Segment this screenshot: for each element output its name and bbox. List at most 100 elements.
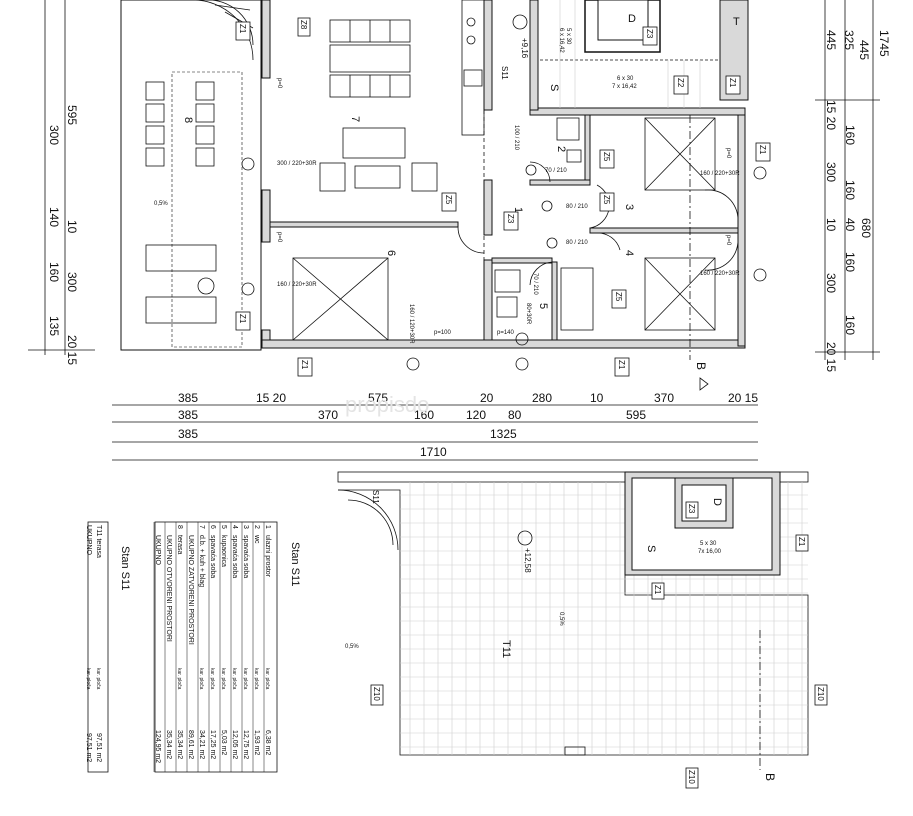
area-row-area: 35,34 m2 <box>165 730 172 759</box>
svg-text:385: 385 <box>178 427 198 441</box>
tag-z3-core: Z3 <box>642 26 658 46</box>
watermark: propisdo <box>345 392 429 417</box>
svg-text:Z2: Z2 <box>676 78 685 88</box>
svg-text:Z1: Z1 <box>617 360 626 370</box>
left-dimensions: 595 300 140 10 160 300 135 20 15 <box>28 0 95 365</box>
svg-text:Z1: Z1 <box>300 360 309 370</box>
tag-z2: Z2 <box>673 75 689 95</box>
svg-text:20 15: 20 15 <box>824 342 838 372</box>
stair-core <box>540 0 749 108</box>
svg-text:40: 40 <box>843 218 857 232</box>
roof-stair-tag: S11 <box>371 490 380 504</box>
tag-z10-left: Z10 <box>370 684 384 706</box>
svg-text:20 15: 20 15 <box>65 335 79 365</box>
window-160-right-a: 160 / 220+30R <box>700 171 740 177</box>
svg-text:595: 595 <box>626 408 646 422</box>
roof-stair-count-2: 7x 16,00 <box>698 549 722 555</box>
area-row-name: d.b. + kuh + blag <box>198 535 205 587</box>
tag-z5-bedroom3: Z5 <box>599 192 615 212</box>
area-row-area: 17,25 m2 <box>209 730 216 759</box>
tag-t: T <box>733 16 740 28</box>
svg-text:160: 160 <box>414 408 434 422</box>
area-table-title: Stan S11 <box>289 542 301 586</box>
svg-text:160: 160 <box>843 125 857 145</box>
area-row-num: 8 <box>176 525 183 529</box>
svg-text:445: 445 <box>824 30 838 50</box>
slope-left: 0,5% <box>154 201 168 207</box>
room-number-1: 1 <box>512 207 524 213</box>
area-row-area: 6,38 m2 <box>264 730 271 755</box>
area-row-num: 5 <box>220 525 227 529</box>
terrace-row-area: 97,51 m2 <box>85 733 92 762</box>
tag-z5-living: Z5 <box>441 192 457 212</box>
stair-code-s: S <box>548 84 560 91</box>
svg-text:10: 10 <box>590 391 604 405</box>
terrace-row-area: 97,51 m2 <box>95 733 102 762</box>
area-row-name: ulazni prostor <box>264 535 271 578</box>
callout-markers <box>241 14 767 371</box>
area-row-area: 1,93 m2 <box>253 730 260 755</box>
stair-count-1: 5 x 30 <box>565 28 571 45</box>
area-row-name: kupaonica <box>220 535 227 567</box>
svg-text:160: 160 <box>843 180 857 200</box>
room-number-4: 4 <box>623 250 635 256</box>
stair-tag-s11: S11 <box>500 66 509 80</box>
parapet-100: p=100 <box>434 330 452 336</box>
svg-text:80: 80 <box>508 408 522 422</box>
roof-stair-d: D <box>711 498 723 506</box>
svg-text:575: 575 <box>368 391 388 405</box>
slope-terrace: 0,5% <box>558 612 564 626</box>
upper-floor-plan: 8 7 6 1 2 3 4 5 S D T +9,16 S11 0,5% 5 x… <box>120 0 771 391</box>
area-row-floor: kar. ploča <box>198 668 204 690</box>
area-row-floor: kar. ploča <box>220 668 226 690</box>
svg-text:Z10: Z10 <box>687 770 696 784</box>
door-swings <box>457 161 739 286</box>
area-row-name: UKUPNO <box>154 535 161 566</box>
tag-z10-right: Z10 <box>814 684 828 706</box>
tag-z1-core: Z1 <box>725 75 741 95</box>
stair-count-4: 7 x 16,42 <box>612 84 637 90</box>
svg-text:160: 160 <box>843 252 857 272</box>
room-number-3: 3 <box>623 204 635 210</box>
area-row-area: 34,21 m2 <box>198 730 205 759</box>
room-number-7: 7 <box>349 116 361 122</box>
svg-text:370: 370 <box>654 391 674 405</box>
roof-stair-count-1: 5 x 30 <box>700 541 717 547</box>
svg-text:370: 370 <box>318 408 338 422</box>
svg-text:300: 300 <box>47 125 61 145</box>
svg-text:300: 300 <box>824 273 838 293</box>
area-row-name: spavaća soba <box>231 535 238 578</box>
tag-z3-roof: Z3 <box>685 501 699 519</box>
area-row-name: UKUPNO ZATVORENI PROSTORI <box>187 535 194 645</box>
stair-count-2: 6 x 16,42 <box>558 28 564 53</box>
svg-text:135: 135 <box>47 316 61 336</box>
spiral-stair <box>192 0 254 61</box>
stair-count-3: 6 x 30 <box>617 76 634 82</box>
elevation-top: +9,16 <box>520 38 529 59</box>
area-row-num: 7 <box>198 525 205 529</box>
section-mark-bottom: B <box>763 773 777 781</box>
svg-text:Z3: Z3 <box>506 214 515 224</box>
terrace-row-name: T11 terasa <box>95 525 102 558</box>
bottom-dimensions: 385 15 20 575 20 280 10 370 20 15 385 37… <box>112 391 758 461</box>
area-row-num: 4 <box>231 525 238 529</box>
parapet-0-b: p=0 <box>276 232 282 243</box>
svg-text:Z3: Z3 <box>687 504 696 514</box>
terrace-furniture <box>145 81 217 324</box>
area-row-num: 3 <box>242 525 249 529</box>
door-80-210-b: 80 / 210 <box>566 240 588 246</box>
svg-text:385: 385 <box>178 391 198 405</box>
area-row-area: 89,61 m2 <box>187 730 194 759</box>
tag-z1-bottom-left: Z1 <box>297 357 313 377</box>
tag-z8: Z8 <box>297 17 311 37</box>
area-row-num: 6 <box>209 525 216 529</box>
room-number-2: 2 <box>555 146 567 152</box>
area-row-name: spavaća soba <box>209 535 216 578</box>
area-row-num: 1 <box>264 525 271 529</box>
terrace-table-title: Stan S11 <box>119 546 131 590</box>
svg-text:140: 140 <box>47 207 61 227</box>
svg-text:15 20: 15 20 <box>824 100 838 130</box>
svg-text:Z10: Z10 <box>372 687 381 701</box>
